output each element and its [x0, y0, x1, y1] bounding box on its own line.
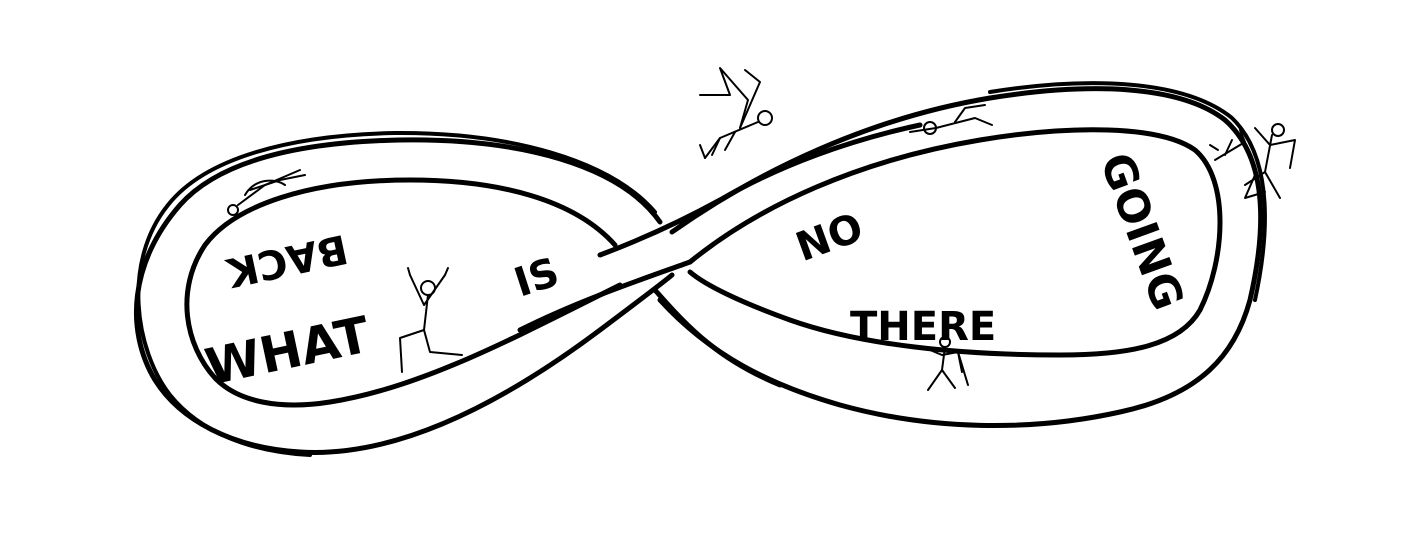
band-right-outer: [657, 86, 1264, 429]
word-there: THERE: [850, 304, 996, 350]
stick-figure-running: [1209, 129, 1246, 161]
band-cross-lower: [517, 259, 693, 333]
stick-figure-climbing: [399, 267, 463, 373]
stick-figure-lying: [227, 169, 306, 216]
band-right-outer-2: [988, 81, 1267, 302]
stick-figure-flying: [699, 67, 773, 159]
word-going: GOING: [1090, 146, 1194, 316]
word-back: BACK: [221, 225, 352, 296]
word-on: ON: [789, 202, 868, 268]
band-right-inner: [687, 127, 1223, 358]
band-cross-upper: [597, 122, 923, 258]
word-is: IS: [509, 249, 565, 306]
stick-figure-hanging: [927, 336, 969, 391]
infinity-band: [133, 81, 1267, 457]
band-left-inner: [184, 177, 623, 408]
band-left-outer: [133, 137, 675, 455]
stick-figure-crawling: [909, 104, 993, 135]
stick-figure-cheering: [1244, 123, 1296, 199]
band-left-outer-2: [136, 130, 657, 457]
stick-figures: [227, 67, 1296, 391]
band-cross-right-lower: [652, 287, 783, 388]
word-what: WHAT: [200, 306, 374, 397]
